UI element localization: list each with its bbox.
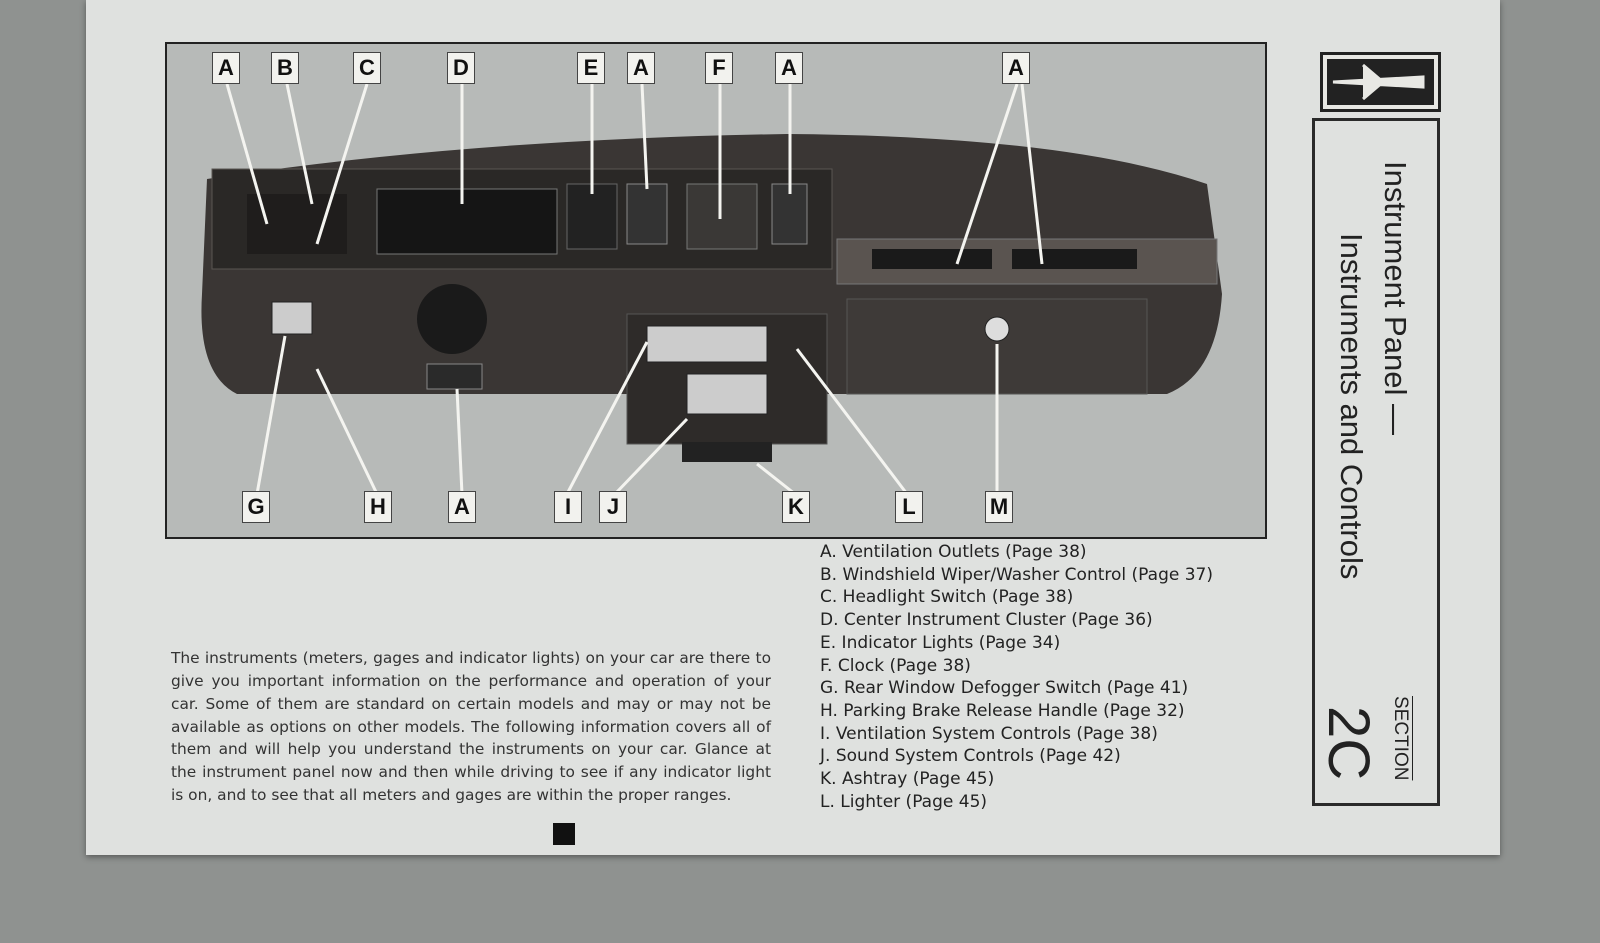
- legend-item: C. Headlight Switch (Page 38): [820, 587, 1074, 608]
- callout-label: H: [364, 491, 392, 523]
- callout-label: D: [447, 52, 475, 84]
- callout-label: F: [705, 52, 733, 84]
- legend-item: A. Ventilation Outlets (Page 38): [820, 542, 1087, 562]
- instrument-panel-photo: [165, 42, 1267, 539]
- legend-list: A. Ventilation Outlets (Page 38) B. Wind…: [820, 541, 1213, 813]
- callout-label: L: [895, 491, 923, 523]
- dashboard-illustration: [201, 83, 1222, 496]
- section-tab: Instrument Panel — Instruments and Contr…: [1312, 118, 1440, 806]
- legend-item: L. Lighter (Page 45): [820, 791, 988, 812]
- callout-label: J: [599, 491, 627, 523]
- legend-item: F. Clock (Page 38): [820, 655, 971, 676]
- legend-item: G. Rear Window Defogger Switch (Page 41): [820, 678, 1189, 699]
- section-number: 2C: [1316, 706, 1381, 781]
- section-label: SECTION: [1390, 696, 1411, 781]
- callout-label: I: [554, 491, 582, 523]
- callout-label: G: [242, 491, 270, 523]
- legend-item: D. Center Instrument Cluster (Page 36): [820, 610, 1153, 631]
- callout-label: E: [577, 52, 605, 84]
- page-marker: [553, 823, 575, 845]
- callout-label: B: [271, 52, 299, 84]
- callout-label: A: [775, 52, 803, 84]
- intro-paragraph: The instruments (meters, gages and indic…: [171, 649, 771, 804]
- legend-item: K. Ashtray (Page 45): [820, 769, 995, 790]
- legend-item: E. Indicator Lights (Page 34): [820, 632, 1061, 653]
- callout-label: A: [1002, 52, 1030, 84]
- callout-label: C: [353, 52, 381, 84]
- callout-label: K: [782, 491, 810, 523]
- oldsmobile-rocket-logo-icon: [1320, 52, 1441, 112]
- callout-label: M: [985, 491, 1013, 523]
- legend-item: I. Ventilation System Controls (Page 38): [820, 723, 1158, 744]
- legend-item: H. Parking Brake Release Handle (Page 32…: [820, 700, 1185, 721]
- callout-label: A: [448, 491, 476, 523]
- legend-item: J. Sound System Controls (Page 42): [820, 746, 1121, 767]
- callout-label: A: [212, 52, 240, 84]
- section-title-line2: Instruments and Controls: [1334, 233, 1369, 580]
- callout-label: A: [627, 52, 655, 84]
- section-title-line1: Instrument Panel —: [1378, 161, 1413, 435]
- legend-item: B. Windshield Wiper/Washer Control (Page…: [820, 564, 1213, 585]
